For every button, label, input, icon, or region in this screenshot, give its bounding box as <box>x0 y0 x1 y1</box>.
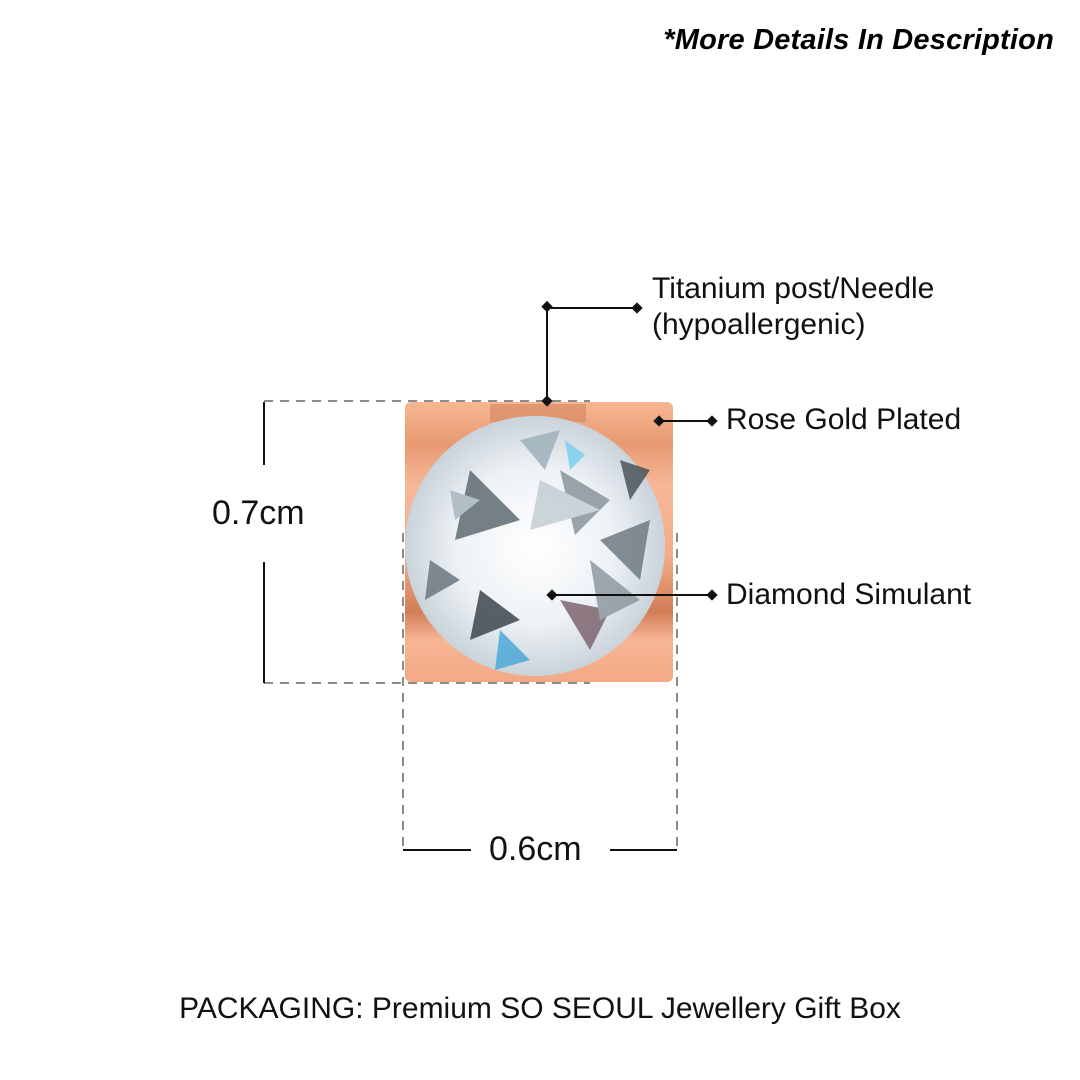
callout-plating: Rose Gold Plated <box>726 403 962 436</box>
height-guides <box>264 400 590 684</box>
callout-post-line2: (hypoallergenic) <box>652 308 866 341</box>
callout-post: Titanium post/Needle (hypoallergenic) <box>652 271 934 343</box>
more-details-note: *More Details In Description <box>663 24 1054 56</box>
callout-stone: Diamond Simulant <box>726 578 972 611</box>
width-dimension-label: 0.6cm <box>489 830 582 868</box>
callout-post-line1: Titanium post/Needle <box>652 272 935 305</box>
callout-line-plating <box>653 415 718 427</box>
height-dimension-label: 0.7cm <box>212 494 305 532</box>
callout-line-stone <box>546 589 718 601</box>
packaging-text: PACKAGING: Premium SO SEOUL Jewellery Gi… <box>179 992 901 1025</box>
width-guides <box>402 533 678 850</box>
earring-image <box>405 402 673 682</box>
callout-line-post <box>541 300 643 407</box>
